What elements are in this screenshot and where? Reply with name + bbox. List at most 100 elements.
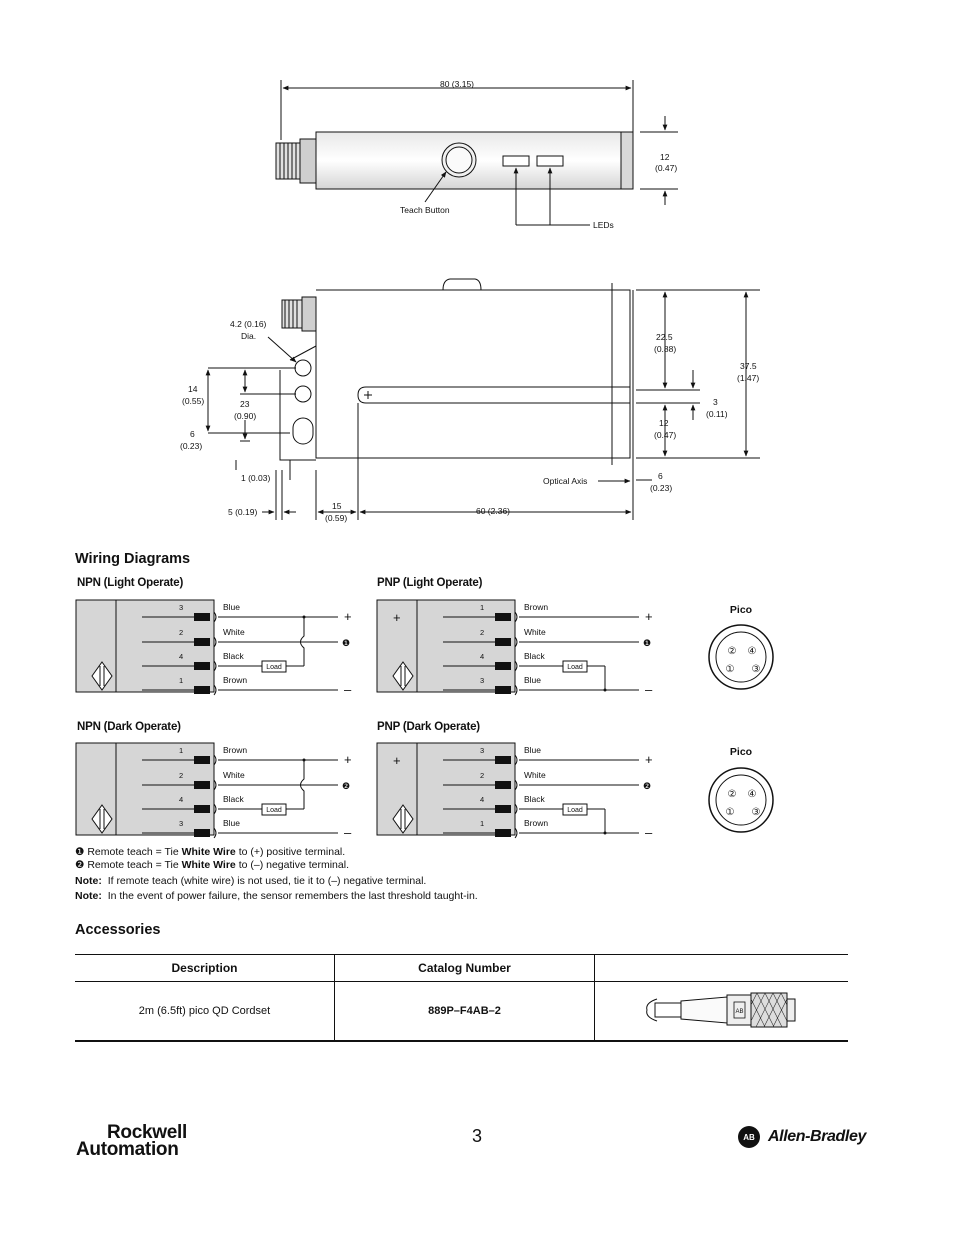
pin-number: 2	[179, 628, 183, 637]
box-plus-sign: +	[393, 753, 401, 768]
rockwell-line1: Rockwell	[107, 1122, 187, 1143]
dim-14-b: (0.55)	[182, 396, 204, 406]
dim-12-a: 12	[659, 418, 669, 428]
pin-number: 4	[179, 795, 183, 804]
plus-terminal: +	[645, 609, 653, 624]
hole-dia-b: Dia.	[241, 331, 256, 341]
wire-plug	[194, 686, 210, 694]
wire-plug	[495, 805, 511, 813]
accessories-table: Description Catalog Number 2m (6.5ft) pi…	[75, 954, 848, 1042]
wire-color-label: Black	[223, 794, 245, 804]
note-1: ❶ Remote teach = Tie White Wire to (+) p…	[75, 846, 875, 859]
wire-color-label: Brown	[524, 818, 548, 828]
wire-plug	[495, 638, 511, 646]
dim-height-in: (0.47)	[655, 163, 677, 173]
junction-dot	[603, 831, 607, 835]
wire-plug-curve	[514, 827, 518, 839]
rockwell-automation-logo: Rockwell Automation	[76, 1122, 187, 1159]
junction-dot	[302, 615, 306, 619]
pin-number: 4	[179, 652, 183, 661]
wire-plug-curve	[514, 754, 518, 766]
dim-6l-a: 6	[190, 429, 195, 439]
pin-number: 1	[480, 819, 484, 828]
dim-length: 80 (3.15)	[440, 79, 474, 89]
cell-image: AB	[594, 981, 848, 1042]
pin-number: 4	[480, 795, 484, 804]
teach-marker: ❷	[342, 781, 350, 791]
ab-badge-icon: AB	[738, 1126, 760, 1148]
cell-catalog: 889P–F4AB–2	[334, 981, 595, 1042]
load-label: Load	[266, 807, 282, 814]
wire-plug	[194, 613, 210, 621]
dim-15-a: 15	[332, 501, 342, 511]
accessories-table-wrap: Description Catalog Number 2m (6.5ft) pi…	[75, 954, 848, 1042]
allen-bradley-logo: AB Allen-Bradley	[738, 1126, 866, 1148]
leds-label: LEDs	[593, 220, 614, 230]
wire-plug	[495, 662, 511, 670]
dim-60: 60 (2.36)	[476, 506, 510, 516]
load-label: Load	[567, 664, 583, 671]
note-2-post: to (–) negative terminal.	[238, 859, 349, 871]
dim-375-b: (1.47)	[737, 373, 759, 383]
table-row: 2m (6.5ft) pico QD Cordset 889P–F4AB–2 A…	[75, 981, 848, 1042]
dim-14-a: 14	[188, 384, 198, 394]
wire-plug	[194, 829, 210, 837]
pin-number: 1	[179, 676, 183, 685]
pnp-light-title: PNP (Light Operate)	[377, 577, 483, 589]
box-plus-sign: +	[393, 610, 401, 625]
wire-plug-curve	[514, 803, 518, 815]
note-1-marker: ❶	[75, 846, 85, 858]
cordset-image: AB	[645, 992, 795, 1027]
top-view	[275, 80, 678, 226]
pico-pin: ①	[726, 807, 735, 818]
header-description: Description	[75, 954, 335, 982]
plus-terminal: +	[344, 609, 352, 624]
wire-color-label: Blue	[524, 675, 541, 685]
dim-1: 1 (0.03)	[241, 473, 270, 483]
wire-plug	[495, 686, 511, 694]
pin-number: 3	[480, 676, 484, 685]
pico-pin: ①	[726, 664, 735, 675]
dim-225-b: (0.88)	[654, 344, 676, 354]
accessories-title: Accessories	[75, 922, 161, 938]
wiring-title: Wiring Diagrams	[75, 551, 191, 567]
note-2: ❷ Remote teach = Tie White Wire to (–) n…	[75, 859, 875, 872]
note-4: Note: In the event of power failure, the…	[75, 890, 875, 903]
pin-number: 1	[179, 746, 183, 755]
sensor-symbol	[392, 804, 414, 834]
pico-inner-ring	[715, 774, 767, 826]
table-header-row: Description Catalog Number	[75, 954, 848, 982]
wire-color-label: White	[524, 770, 546, 780]
dim-3-a: 3	[713, 397, 718, 407]
load-return-line	[300, 760, 305, 809]
header-catalog: Catalog Number	[334, 954, 595, 982]
wire-plug-curve	[514, 779, 518, 791]
pin-number: 3	[480, 746, 484, 755]
pico-pin: ②	[728, 789, 737, 800]
wire-color-label: Blue	[223, 602, 240, 612]
teach-button-label: Teach Button	[400, 205, 450, 215]
hole-dia-a: 4.2 (0.16)	[230, 319, 267, 329]
wire-plug	[194, 805, 210, 813]
wire-plug-curve	[213, 754, 217, 766]
note-2-pre: Remote teach = Tie	[87, 859, 179, 871]
junction-dot	[603, 688, 607, 692]
dim-12-b: (0.47)	[654, 430, 676, 440]
wire-color-label: Blue	[223, 818, 240, 828]
pico-pin: ④	[748, 789, 757, 800]
minus-terminal: –	[344, 825, 352, 840]
note-4-text: In the event of power failure, the senso…	[107, 890, 478, 902]
dim-height: 12	[660, 152, 670, 162]
dim-15-b: (0.59)	[325, 513, 347, 523]
pico-pin: ②	[728, 646, 737, 657]
note-3-text: If remote teach (white wire) is not used…	[107, 875, 427, 887]
note-1-pre: Remote teach = Tie	[87, 846, 179, 858]
wire-plug-curve	[213, 779, 217, 791]
note-2-bold: White Wire	[181, 859, 236, 871]
wire-color-label: Brown	[223, 675, 247, 685]
dim-6l-b: (0.23)	[180, 441, 202, 451]
note-3: Note: If remote teach (white wire) is no…	[75, 875, 875, 888]
pico-pin: ③	[752, 807, 761, 818]
